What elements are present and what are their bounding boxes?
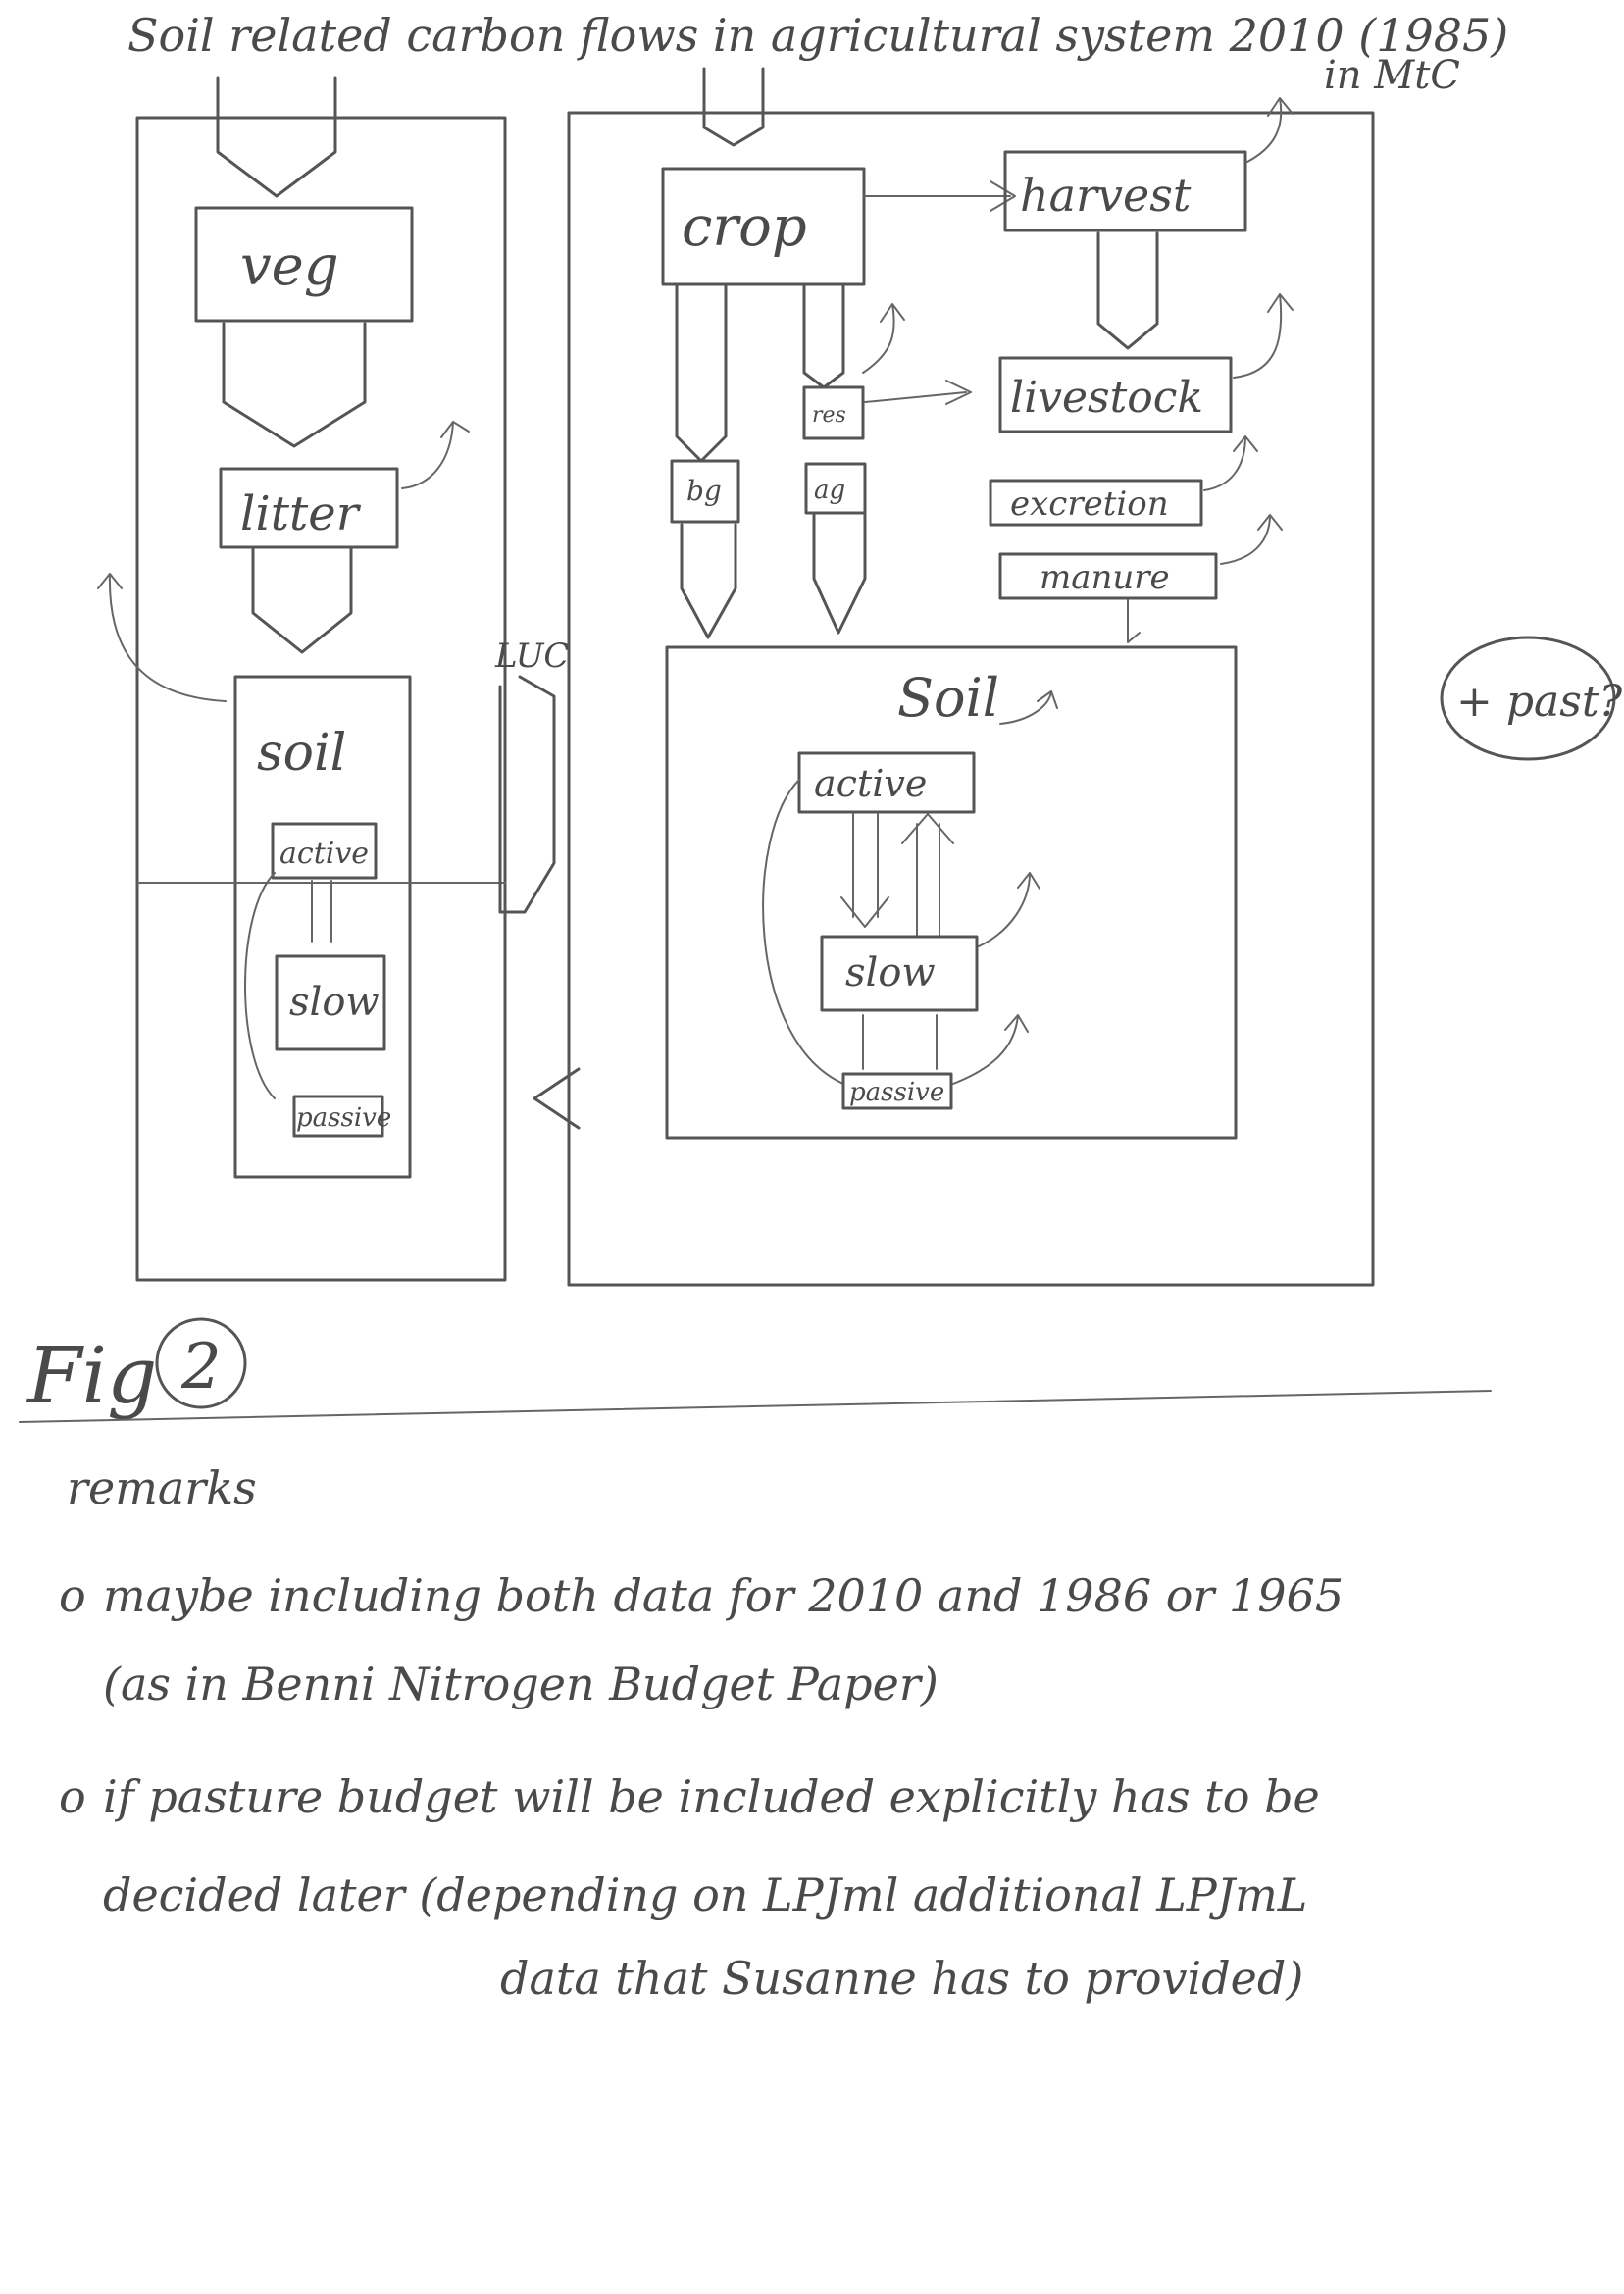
remark-2-line-1: if pasture budget will be included expli… <box>103 1770 1320 1823</box>
right-soil-box <box>665 645 1238 1140</box>
left-slow-label: slow <box>289 980 380 1025</box>
bg-label: bg <box>686 475 722 507</box>
livestock-label: livestock <box>1010 373 1203 423</box>
right-active-box <box>797 751 976 814</box>
figure-number: 2 <box>180 1331 222 1403</box>
litter-label: litter <box>240 486 362 541</box>
crop-to-bg-arrow <box>675 284 728 463</box>
left-slow-box <box>275 954 386 1051</box>
livestock-out-arrow <box>1233 293 1294 379</box>
remark-2-line-2: decided later (depending on LPJml additi… <box>103 1868 1308 1921</box>
veg-box <box>194 206 414 323</box>
manure-box <box>998 552 1218 600</box>
litter-box <box>219 467 399 549</box>
crop-to-harvest-arrow <box>863 180 1016 212</box>
figure-number-circle <box>155 1317 247 1409</box>
crop-out-arrow <box>862 303 905 374</box>
right-passive-label: passive <box>849 1078 944 1107</box>
harvest-to-livestock-arrow <box>1096 231 1159 350</box>
left-panel: veg litter soil active slow passive <box>97 76 507 1282</box>
left-loop-arrow <box>244 872 276 1099</box>
slow-out-arrow <box>978 872 1040 947</box>
res-to-livestock-arrow <box>864 380 972 405</box>
harvest-out-arrow <box>1246 97 1294 163</box>
luc-arrow <box>498 675 556 914</box>
crop-label: crop <box>682 195 807 259</box>
crop-input-arrow <box>702 67 765 147</box>
slow-to-active-flow <box>901 813 954 938</box>
diagram-title: Soil related carbon flows in agricultura… <box>127 9 1508 62</box>
veg-input-arrow <box>216 76 337 198</box>
excretion-box <box>989 479 1203 527</box>
veg-label: veg <box>240 234 339 298</box>
soil-column-box <box>233 675 412 1179</box>
active-to-slow-flow <box>840 813 889 928</box>
veg-to-litter-arrow <box>222 322 367 448</box>
right-slow-label: slow <box>845 950 936 995</box>
luc-connector: LUC <box>494 637 581 1130</box>
left-active-label: active <box>279 837 369 871</box>
soil-out-arrow <box>999 690 1058 725</box>
left-active-box <box>271 822 378 880</box>
luc-return-arrow <box>533 1067 581 1130</box>
ag-to-soil-arrow <box>812 513 867 635</box>
right-slow-box <box>820 935 979 1012</box>
crop-to-residue-arrow <box>802 284 845 389</box>
active-to-slow-arrow <box>311 880 332 943</box>
remark-2-bullet: o <box>59 1770 86 1823</box>
separator-line <box>19 1390 1492 1423</box>
right-soil-label: Soil <box>897 667 999 729</box>
litter-to-soil-arrow <box>251 547 353 654</box>
right-active-label: active <box>814 762 927 805</box>
remark-1-bullet: o <box>59 1569 86 1622</box>
harvest-box <box>1003 150 1247 232</box>
slow-to-passive-flow <box>862 1014 938 1070</box>
remark-1-line-2: (as in Benni Nitrogen Budget Paper) <box>103 1657 939 1710</box>
left-passive-box <box>292 1095 384 1138</box>
litter-respiration-arrow <box>401 421 470 489</box>
left-panel-frame <box>135 116 507 1282</box>
soil-label: soil <box>257 724 346 783</box>
excretion-label: excretion <box>1010 484 1169 524</box>
soil-respiration-arrow <box>97 573 227 702</box>
left-passive-label: passive <box>296 1103 391 1133</box>
right-panel-frame <box>567 111 1375 1287</box>
manure-out-arrow <box>1220 514 1283 565</box>
res-label: res <box>812 403 846 428</box>
excretion-out-arrow <box>1203 435 1258 491</box>
manure-to-soil-arrow <box>1127 599 1141 643</box>
harvest-label: harvest <box>1020 169 1192 222</box>
right-loop-arrow <box>762 779 844 1085</box>
bg-box <box>670 459 740 524</box>
diagram-unit: in MtC <box>1324 53 1460 98</box>
side-note-oval <box>1440 636 1616 761</box>
side-note-text: + past? <box>1456 677 1623 727</box>
figure-label: Fig <box>25 1330 157 1421</box>
crop-box <box>661 167 866 286</box>
remark-1-line-1: maybe including both data for 2010 and 1… <box>103 1569 1345 1622</box>
passive-out-arrow <box>952 1014 1029 1085</box>
ag-box <box>804 462 867 515</box>
livestock-box <box>998 356 1233 433</box>
bg-to-soil-arrow <box>680 523 737 639</box>
right-panel: crop harvest livestock excretion manure … <box>567 67 1375 1287</box>
remarks-heading: remarks <box>67 1461 257 1514</box>
res-box <box>802 385 865 440</box>
remark-2-line-3: data that Susanne has to provided) <box>500 1952 1304 2005</box>
ag-label: ag <box>814 476 845 505</box>
luc-label: LUC <box>494 637 569 676</box>
manure-label: manure <box>1040 558 1170 597</box>
right-passive-box <box>841 1072 953 1110</box>
